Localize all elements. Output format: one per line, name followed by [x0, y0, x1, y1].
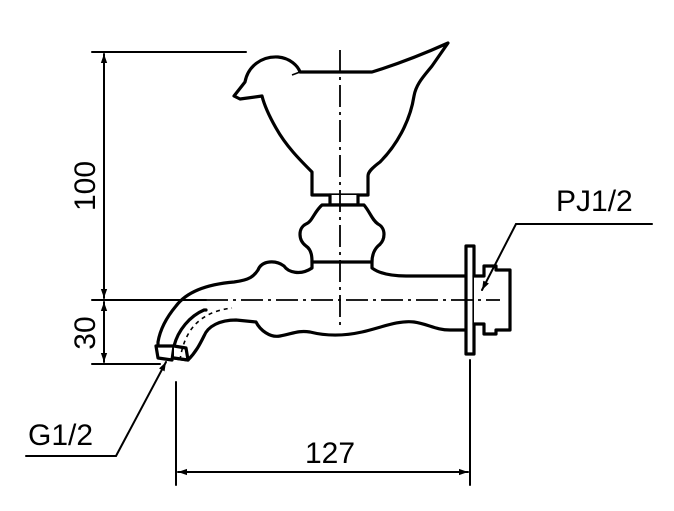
dimension-label-100: 100 [69, 161, 102, 211]
dimension-width: 127 [175, 359, 471, 486]
dimension-label-30: 30 [69, 316, 102, 349]
centerlines [206, 50, 500, 330]
leader-inlet-thread: PJ1/2 [481, 185, 653, 291]
dimension-height-lower: 30 [69, 301, 161, 365]
outlet-thread-label: G1/2 [28, 419, 93, 452]
valve-stem [298, 193, 386, 264]
leader-outlet-thread: G1/2 [25, 361, 167, 457]
bird-handle [232, 41, 450, 197]
dimension-label-127: 127 [305, 437, 355, 470]
inlet-thread-label: PJ1/2 [556, 185, 633, 218]
dimension-height-upper: 100 [69, 51, 247, 301]
